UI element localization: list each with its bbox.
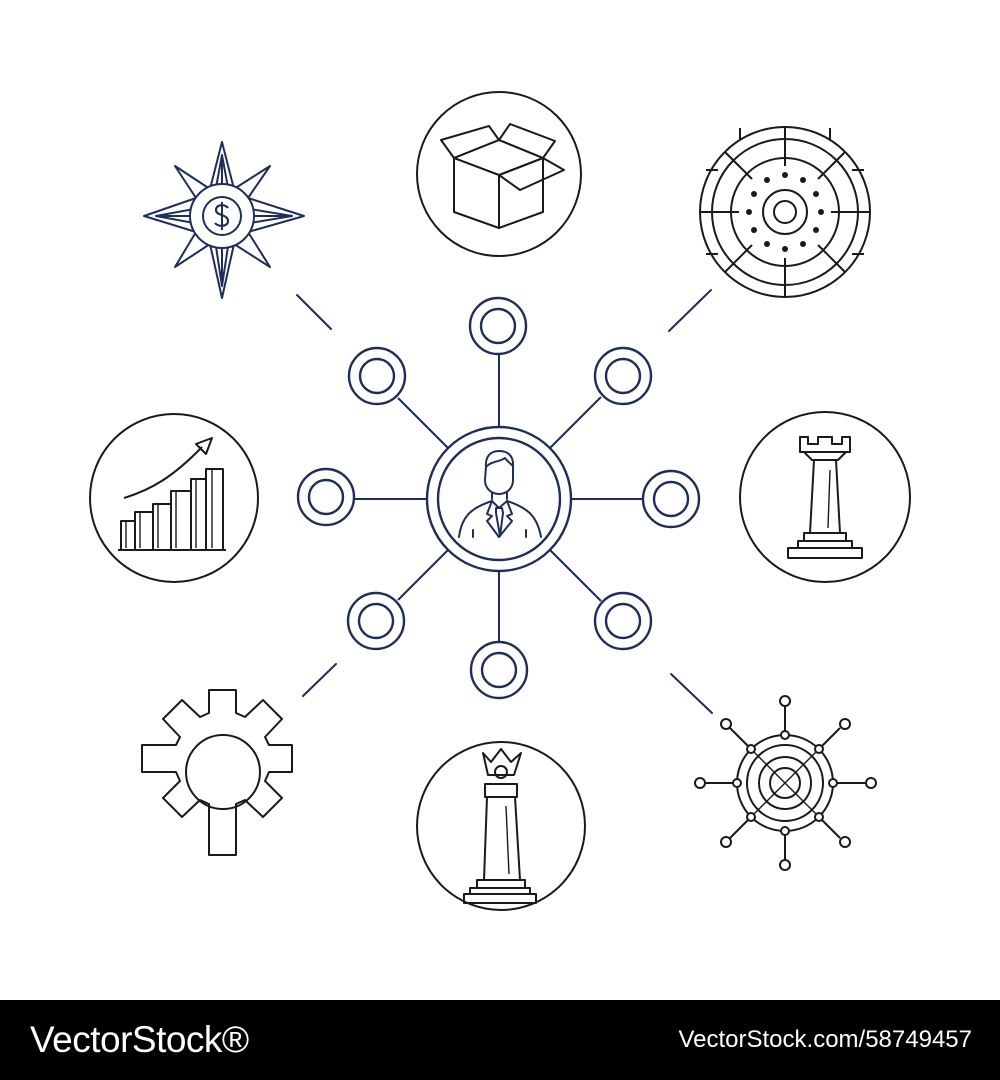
node-top-right bbox=[593, 346, 653, 406]
growth-chart-icon bbox=[89, 413, 259, 583]
diagram-canvas bbox=[89, 91, 911, 911]
node-top-left bbox=[347, 346, 407, 406]
connector-bottom-right bbox=[670, 673, 713, 714]
chess-king-icon bbox=[416, 741, 586, 911]
node-left bbox=[296, 467, 356, 527]
chess-rook-icon bbox=[739, 411, 911, 583]
compass-dollar-icon bbox=[143, 141, 305, 299]
network bbox=[296, 296, 701, 700]
target-dots bbox=[746, 172, 824, 252]
ship-wheel-icon bbox=[694, 695, 877, 871]
node-top bbox=[468, 296, 528, 356]
vectorstock-logo: VectorStock® bbox=[30, 1019, 249, 1060]
hub bbox=[425, 425, 573, 573]
node-bottom bbox=[469, 640, 529, 700]
connector-top-right bbox=[668, 289, 712, 332]
spoke-bottom-left bbox=[397, 549, 449, 601]
ship-wheel-handles bbox=[694, 695, 877, 871]
node-bottom-left bbox=[346, 591, 406, 651]
businessman-icon bbox=[458, 450, 542, 538]
spoke-top-left bbox=[397, 397, 449, 449]
node-right bbox=[641, 469, 701, 529]
spoke-bottom-right bbox=[549, 549, 602, 602]
target-icon bbox=[699, 126, 871, 298]
watermark-footer: VectorStock® VectorStock.com/58749457 bbox=[0, 1000, 1000, 1080]
diagram-svg bbox=[89, 91, 911, 911]
spoke-top-right bbox=[549, 396, 602, 449]
outer-connectors bbox=[296, 289, 713, 714]
connector-top-left bbox=[296, 294, 332, 330]
open-box-icon bbox=[416, 91, 582, 257]
image-id-text: VectorStock.com/58749457 bbox=[678, 1026, 972, 1053]
node-bottom-right bbox=[593, 591, 653, 651]
connector-bottom-left bbox=[302, 663, 337, 697]
gear-icon bbox=[141, 689, 293, 856]
